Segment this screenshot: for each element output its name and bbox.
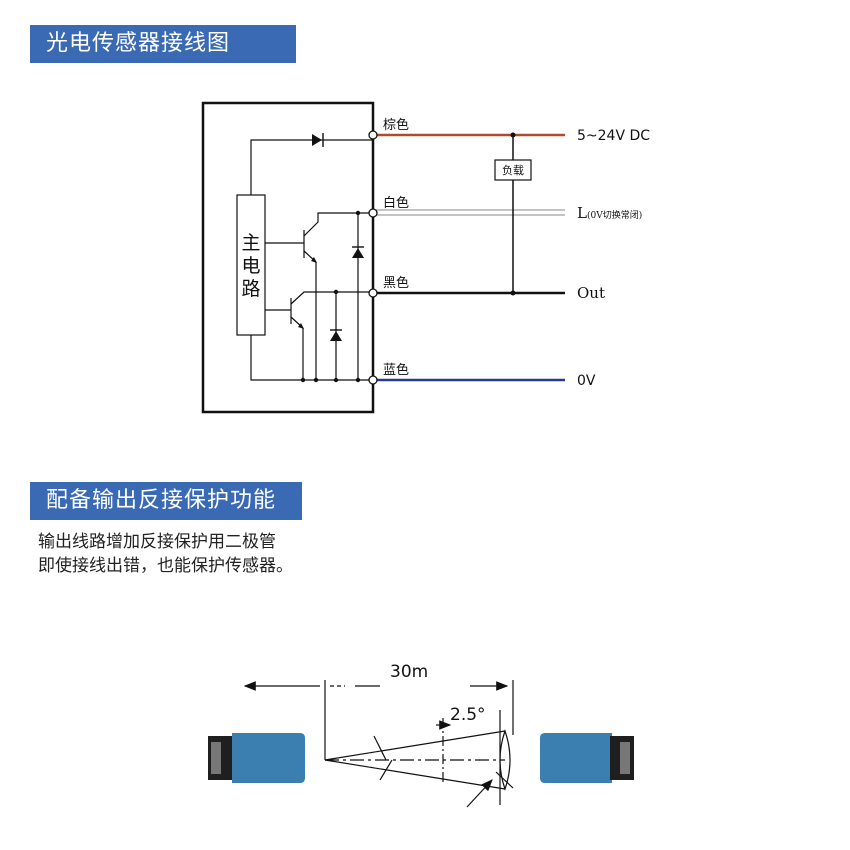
transistor-lower: [265, 291, 373, 380]
emitter-sensor: [208, 733, 305, 783]
terminal-label-l: L(0V切换常闭): [577, 204, 642, 222]
terminal-label-0v: 0V: [577, 373, 596, 389]
desc-line-1: 输出线路增加反接保护用二极管: [38, 532, 276, 552]
load-label: 负载: [502, 163, 524, 177]
wire-white: [373, 209, 565, 216]
angle-label: 2.5°: [450, 705, 486, 725]
main-circuit-char-2: 电: [241, 255, 260, 277]
protection-description: 输出线路增加反接保护用二极管 即使接线出错，也能保护传感器。: [38, 530, 293, 578]
wire-label-black: 黑色: [383, 275, 409, 291]
sensor-housing: [201, 101, 375, 414]
main-circuit-char-1: 主: [241, 232, 260, 254]
diode-icon: [312, 133, 324, 147]
wire-label-blue: 蓝色: [383, 362, 409, 378]
wire-label-white: 白色: [383, 195, 409, 211]
transistor-upper: [265, 212, 373, 380]
wiring-diagram: [201, 101, 565, 414]
section-title-wiring: 光电传感器接线图: [30, 25, 296, 63]
section-title-protection: 配备输出反接保护功能: [30, 482, 302, 520]
wire-label-brown: 棕色: [383, 117, 409, 133]
terminal-label-supply: 5~24V DC: [577, 128, 650, 144]
terminal-label-out: Out: [577, 284, 605, 302]
receiver-sensor: [540, 733, 634, 783]
desc-line-2: 即使接线出错，也能保护传感器。: [38, 556, 293, 576]
beam-diagram: [208, 680, 634, 808]
distance-label: 30m: [390, 662, 428, 682]
load-box: [494, 159, 532, 181]
main-circuit-char-3: 路: [241, 278, 260, 300]
